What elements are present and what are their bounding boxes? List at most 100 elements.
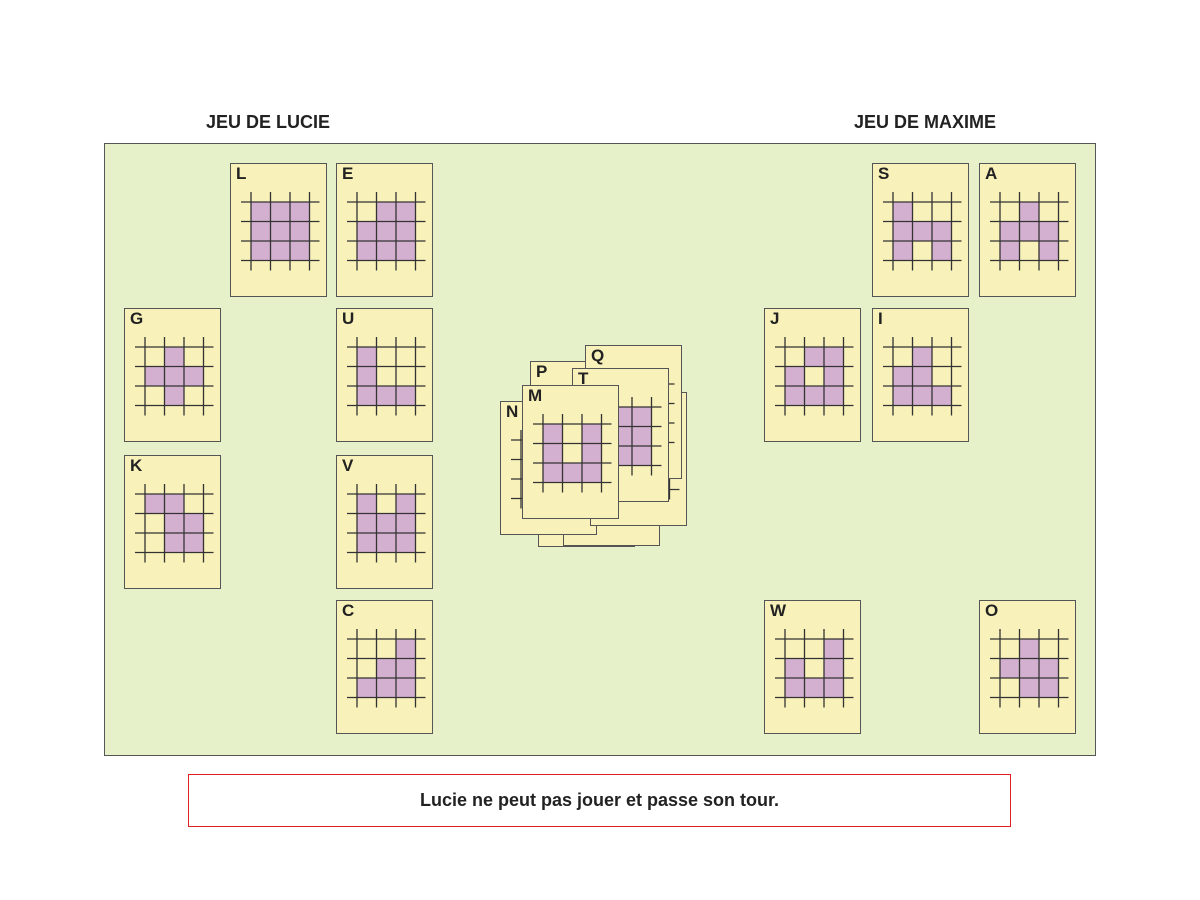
grid-cell-filled [1019,678,1039,698]
grid-cell-filled [184,533,204,553]
grid-cell-filled [251,241,271,261]
card-M[interactable]: M [522,385,619,519]
card-grid [347,484,426,563]
card-label: C [342,601,355,620]
grid-cell-filled [396,494,416,514]
grid-cell-filled [357,241,377,261]
grid-cell-filled [785,386,805,406]
grid-cell-filled [824,639,844,659]
card-J[interactable]: J [764,308,861,442]
card-U[interactable]: U [336,308,433,442]
card-label: U [342,309,355,328]
grid-cell-filled [290,221,310,241]
card-label: L [236,164,247,183]
grid-cell-filled [376,202,396,222]
grid-cell-filled [912,221,932,241]
grid-cell-filled [376,658,396,678]
grid-cell-filled [632,446,652,466]
card-S[interactable]: S [872,163,969,297]
card-grid [990,192,1069,271]
card-label: I [878,309,883,328]
grid-cell-filled [785,678,805,698]
grid-cell-filled [804,678,824,698]
grid-cell-filled [804,347,824,367]
card-label: M [528,386,543,405]
card-E[interactable]: E [336,163,433,297]
grid-cell-filled [376,678,396,698]
grid-cell-filled [376,513,396,533]
grid-cell-filled [184,366,204,386]
grid-cell-filled [1000,241,1020,261]
grid-cell-filled [164,494,184,514]
status-message: Lucie ne peut pas jouer et passe son tou… [188,774,1011,827]
card-A[interactable]: A [979,163,1076,297]
card-grid [883,337,962,416]
grid-cell-filled [912,366,932,386]
card-L[interactable]: L [230,163,327,297]
grid-cell-filled [912,347,932,367]
grid-cell-filled [357,494,377,514]
grid-cell-filled [1039,221,1059,241]
card-grid [347,337,426,416]
grid-cell-filled [893,386,913,406]
grid-cell-filled [543,424,563,444]
grid-cell-filled [582,463,602,483]
card-label: P [536,362,548,381]
grid-cell-filled [164,513,184,533]
grid-cell-filled [932,241,952,261]
player-title-lucie: JEU DE LUCIE [205,112,331,132]
grid-cell-filled [251,202,271,222]
grid-cell-filled [357,221,377,241]
grid-cell-filled [270,202,290,222]
grid-cell-filled [251,221,271,241]
card-label: A [985,164,998,183]
grid-cell-filled [396,386,416,406]
grid-cell-filled [893,221,913,241]
card-label: V [342,456,354,475]
grid-cell-filled [824,347,844,367]
player-title-maxime: JEU DE MAXIME [853,112,997,132]
card-label: S [878,164,890,183]
card-C[interactable]: C [336,600,433,734]
card-I[interactable]: I [872,308,969,442]
grid-cell-filled [184,513,204,533]
grid-cell-filled [164,533,184,553]
grid-cell-filled [290,202,310,222]
grid-cell-filled [396,202,416,222]
grid-cell-filled [562,463,582,483]
card-V[interactable]: V [336,455,433,589]
card-label: G [130,309,144,328]
card-O[interactable]: O [979,600,1076,734]
card-W[interactable]: W [764,600,861,734]
card-grid [135,484,214,563]
grid-cell-filled [932,221,952,241]
grid-cell-filled [164,366,184,386]
grid-cell-filled [357,347,377,367]
grid-cell-filled [376,221,396,241]
card-label: T [578,369,589,388]
grid-cell-filled [357,513,377,533]
card-label: Q [591,346,605,365]
grid-cell-filled [632,407,652,427]
card-grid [990,629,1069,708]
grid-cell-filled [145,494,165,514]
card-G[interactable]: G [124,308,221,442]
card-label: K [130,456,143,475]
grid-cell-filled [396,533,416,553]
grid-cell-filled [543,463,563,483]
grid-cell-filled [164,347,184,367]
grid-cell-filled [396,678,416,698]
grid-cell-filled [824,366,844,386]
grid-cell-filled [1039,241,1059,261]
card-grid [883,192,962,271]
grid-cell-filled [824,386,844,406]
card-label: O [985,601,999,620]
card-K[interactable]: K [124,455,221,589]
grid-cell-filled [785,366,805,386]
grid-cell-filled [1039,678,1059,698]
grid-cell-filled [270,221,290,241]
grid-cell-filled [912,386,932,406]
card-label: N [506,402,519,421]
grid-cell-filled [1000,658,1020,678]
grid-cell-filled [932,386,952,406]
